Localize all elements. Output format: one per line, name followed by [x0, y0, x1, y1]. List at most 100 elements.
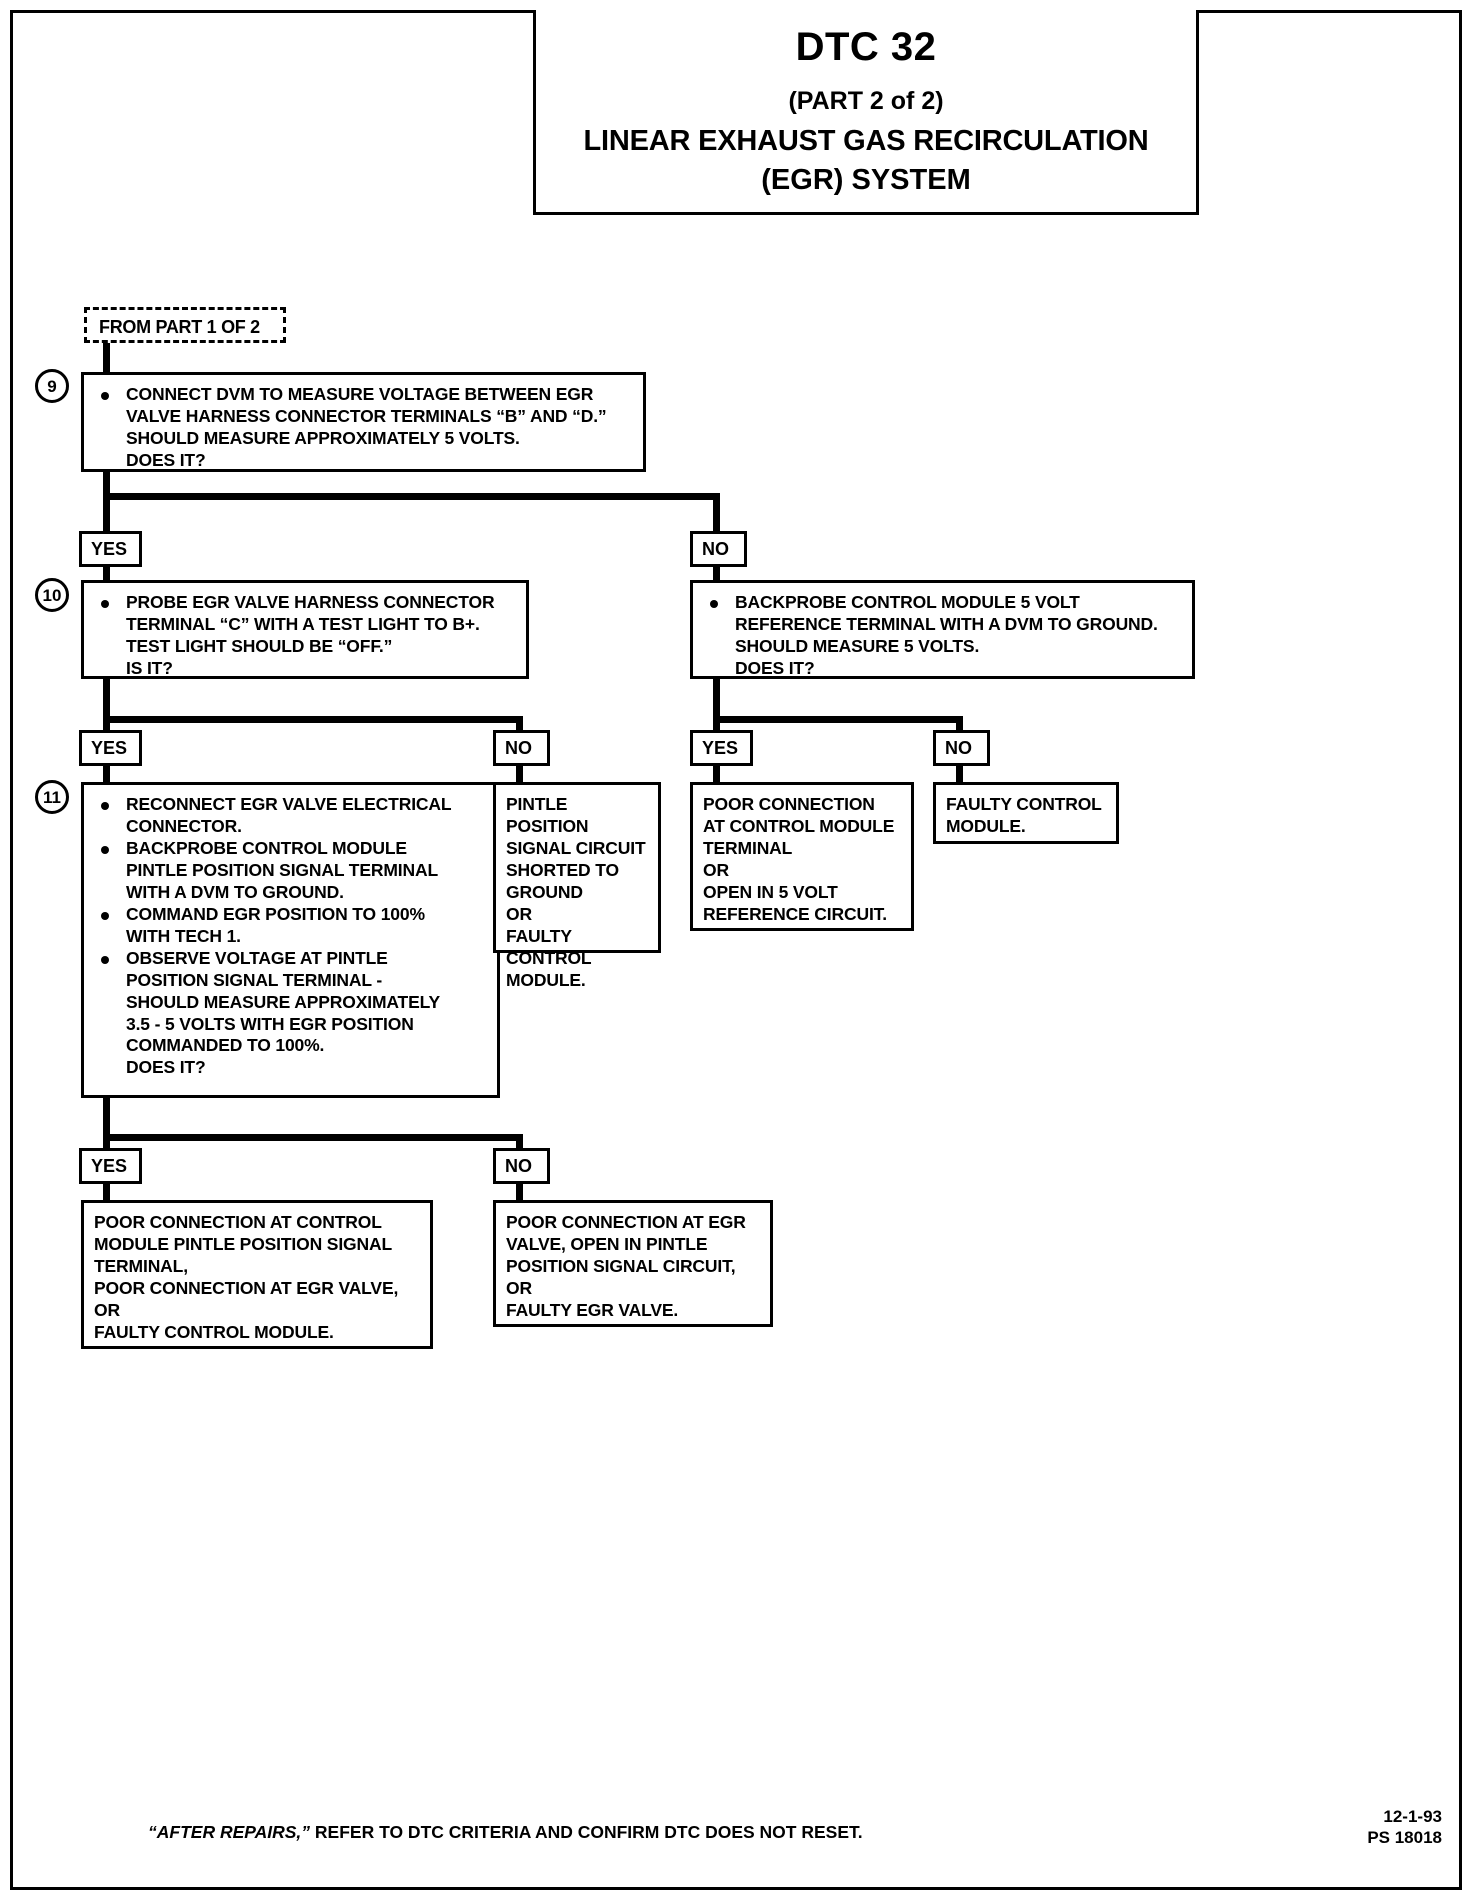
step-9-line-3: SHOULD MEASURE APPROXIMATELY 5 VOLTS. — [126, 427, 520, 448]
result-line: OR — [703, 859, 729, 880]
answer-chip-step11-no: NO — [493, 1148, 550, 1184]
result-step10r-no-box: FAULTY CONTROL MODULE. — [933, 782, 1119, 844]
step-11-box: RECONNECT EGR VALVE ELECTRICAL CONNECTOR… — [81, 782, 500, 1098]
result-line: FAULTY EGR VALVE. — [506, 1299, 679, 1320]
connector-step9-no-to-step10r — [713, 567, 720, 580]
result-line: MODULE. — [506, 969, 586, 990]
step-10-bullet: PROBE EGR VALVE HARNESS CONNECTOR — [94, 592, 518, 614]
connector-step10-yes-to-step11 — [103, 766, 110, 782]
step-9-bullet: CONNECT DVM TO MEASURE VOLTAGE BETWEEN E… — [94, 384, 635, 406]
step-11-b2-line-1: BACKPROBE CONTROL MODULE — [126, 837, 407, 858]
step-11-b4-line-2: POSITION SIGNAL TERMINAL - — [126, 969, 383, 990]
result-step10-no-box: PINTLE POSITION SIGNAL CIRCUIT SHORTED T… — [493, 782, 661, 990]
connector-step9-horizontal — [103, 493, 720, 500]
result-line: OR — [506, 1277, 532, 1298]
step-10-line-4: IS IT? — [126, 657, 173, 678]
result-line: OR — [506, 903, 532, 924]
step-9-line-4: DOES IT? — [126, 449, 206, 470]
result-step11-yes-box: POOR CONNECTION AT CONTROL MODULE PINTLE… — [81, 1200, 433, 1349]
result-line: FAULTY CONTROL MODULE. — [94, 1321, 334, 1342]
result-line: VALVE, OPEN IN PINTLE — [506, 1233, 708, 1254]
connector-step10r-no-drop — [956, 716, 963, 730]
title-system-line-2: (EGR) SYSTEM — [761, 164, 971, 196]
result-line: FAULTY CONTROL — [946, 794, 1102, 814]
step-11-b4-line-4: 3.5 - 5 VOLTS WITH EGR POSITION — [126, 1013, 414, 1034]
page-title: DTC 32 — [795, 25, 937, 69]
answer-chip-step10r-no: NO — [933, 730, 990, 766]
result-line: POOR CONNECTION AT EGR — [506, 1212, 746, 1232]
result-line: FAULTY CONTROL — [506, 925, 592, 968]
step-9-line-2: VALVE HARNESS CONNECTOR TERMINALS “B” AN… — [126, 405, 607, 426]
connector-step11-down — [103, 1098, 110, 1134]
step-11-bullet: RECONNECT EGR VALVE ELECTRICAL — [94, 794, 489, 816]
step-number-10: 10 — [35, 578, 69, 612]
connector-step9-no-drop — [713, 493, 720, 531]
answer-chip-step10r-yes: YES — [690, 730, 753, 766]
result-line: POSITION SIGNAL CIRCUIT, — [506, 1255, 736, 1276]
answer-chip-step9-no: NO — [690, 531, 747, 567]
connector-step11-horizontal — [103, 1134, 523, 1141]
result-line: SHORTED TO — [506, 859, 619, 880]
step-10-right-line-1: BACKPROBE CONTROL MODULE 5 VOLT — [735, 592, 1080, 612]
footer-date: 12-1-93 — [1383, 1807, 1442, 1826]
connector-step10r-no-to-result — [956, 766, 963, 782]
step-11-bullet: OBSERVE VOLTAGE AT PINTLE — [94, 948, 489, 970]
result-line: PINTLE POSITION — [506, 794, 589, 836]
step-11-b4-line-1: OBSERVE VOLTAGE AT PINTLE — [126, 947, 388, 968]
step-10-right-line-2: REFERENCE TERMINAL WITH A DVM TO GROUND. — [735, 613, 1158, 634]
step-10-line-2: TERMINAL “C” WITH A TEST LIGHT TO B+. — [126, 613, 480, 634]
connector-step10-no-to-result — [516, 766, 523, 782]
answer-chip-step10-no: NO — [493, 730, 550, 766]
result-line: SIGNAL CIRCUIT — [506, 837, 646, 858]
step-number-9: 9 — [35, 369, 69, 403]
result-line: MODULE. — [946, 815, 1026, 836]
connector-step9-yes-to-step10 — [103, 567, 110, 580]
step-11-tail-line: DOES IT? — [126, 1057, 206, 1078]
step-11-b2-line-2: PINTLE POSITION SIGNAL TERMINAL — [126, 859, 438, 880]
result-line: TERMINAL — [703, 837, 793, 858]
connector-step9-yes-drop — [103, 493, 110, 531]
footer-ps-code: PS 18018 — [1367, 1828, 1442, 1848]
step-11-b3-line-2: WITH TECH 1. — [126, 925, 241, 946]
step-11-b2-line-3: WITH A DVM TO GROUND. — [126, 881, 344, 902]
connector-step10r-yes-to-result — [713, 766, 720, 782]
connector-step10r-yes-drop — [713, 716, 720, 730]
result-line: OPEN IN 5 VOLT — [703, 881, 838, 902]
entry-node-label: FROM PART 1 OF 2 — [99, 317, 260, 337]
result-line: GROUND — [506, 881, 583, 902]
answer-chip-step10-yes: YES — [79, 730, 142, 766]
step-10-line-3: TEST LIGHT SHOULD BE “OFF.” — [126, 635, 393, 656]
step-11-b1-line-2: CONNECTOR. — [126, 815, 242, 836]
title-part-label: (PART 2 of 2) — [788, 87, 944, 115]
step-11-b4-line-3: SHOULD MEASURE APPROXIMATELY — [126, 991, 441, 1012]
result-step10r-yes-box: POOR CONNECTION AT CONTROL MODULE TERMIN… — [690, 782, 914, 931]
step-10-line-1: PROBE EGR VALVE HARNESS CONNECTOR — [126, 592, 495, 612]
connector-step10-no-drop — [516, 716, 523, 730]
footer-code-block: 12-1-93 PS 18018 — [1367, 1806, 1442, 1849]
step-9-box: CONNECT DVM TO MEASURE VOLTAGE BETWEEN E… — [81, 372, 646, 472]
result-line: POOR CONNECTION AT EGR VALVE, — [94, 1277, 399, 1298]
result-line: POOR CONNECTION AT CONTROL — [94, 1212, 382, 1232]
answer-chip-step9-yes: YES — [79, 531, 142, 567]
connector-step9-down — [103, 472, 110, 493]
step-10-right-bullet: BACKPROBE CONTROL MODULE 5 VOLT — [703, 592, 1184, 614]
step-11-b3-line-1: COMMAND EGR POSITION TO 100% — [126, 903, 425, 924]
connector-step11-yes-drop — [103, 1134, 110, 1148]
step-11-bullet: COMMAND EGR POSITION TO 100% — [94, 904, 489, 926]
result-line: OR — [94, 1299, 120, 1320]
connector-step10r-horizontal — [713, 716, 963, 723]
result-line: REFERENCE CIRCUIT. — [703, 903, 887, 924]
connector-entry-to-step9 — [103, 343, 110, 375]
answer-chip-step11-yes: YES — [79, 1148, 142, 1184]
result-line: POOR CONNECTION — [703, 794, 875, 814]
step-11-bullet: BACKPROBE CONTROL MODULE — [94, 838, 489, 860]
title-block: DTC 32 (PART 2 of 2) LINEAR EXHAUST GAS … — [533, 10, 1199, 215]
step-10-box: PROBE EGR VALVE HARNESS CONNECTOR TERMIN… — [81, 580, 529, 679]
step-11-b4-line-5: COMMANDED TO 100%. — [126, 1035, 325, 1056]
step-11-b1-line-1: RECONNECT EGR VALVE ELECTRICAL — [126, 794, 452, 814]
result-line: AT CONTROL MODULE — [703, 815, 895, 836]
step-9-line-1: CONNECT DVM TO MEASURE VOLTAGE BETWEEN E… — [126, 384, 594, 404]
connector-step10-yes-drop — [103, 716, 110, 730]
result-line: TERMINAL, — [94, 1255, 188, 1276]
connector-step11-no-to-result — [516, 1184, 523, 1200]
